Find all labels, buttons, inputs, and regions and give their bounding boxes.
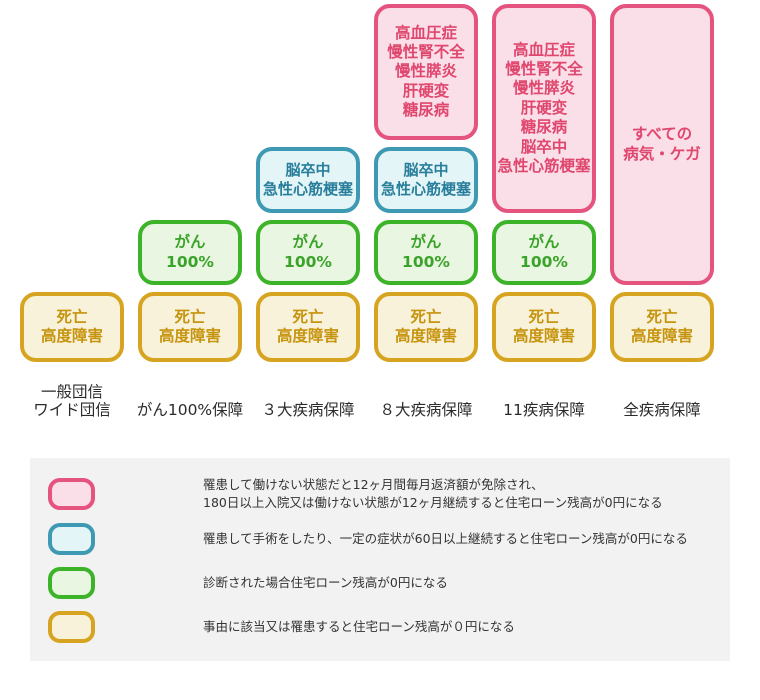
coverage-box-green: がん 100% [492,220,596,285]
column-label-cancer-100: がん100%保障 [136,401,244,420]
box-stack-three-diseases: 脳卒中 急性心筋梗塞がん 100% 死亡 高度障害 [256,4,360,362]
column-cancer-100: がん 100% 死亡 高度障害がん100%保障 [136,4,244,420]
legend-panel: 罹患して働けない状態だと12ヶ月間毎月返済額が免除され、 180日以上入院又は働… [30,458,730,661]
coverage-box-pink: 高血圧症 慢性腎不全 慢性膵炎 肝硬変 糖尿病 脳卒中 急性心筋梗塞 [492,4,596,213]
coverage-box-green: がん 100% [256,220,360,285]
legend-row-pink: 罹患して働けない状態だと12ヶ月間毎月返済額が免除され、 180日以上入院又は働… [48,476,710,511]
box-stack-cancer-100: がん 100% 死亡 高度障害 [138,4,242,362]
legend-text-green: 診断された場合住宅ローン残高が0円になる [203,575,448,591]
column-label-general-dantai: 一般団信 ワイド団信 [33,383,111,420]
box-stack-general-dantai: 死亡 高度障害 [20,4,124,362]
column-label-all-diseases: 全疾病保障 [623,401,701,420]
coverage-box-yellow: 死亡 高度障害 [374,292,478,362]
coverage-box-yellow: 死亡 高度障害 [138,292,242,362]
coverage-box-yellow: 死亡 高度障害 [610,292,714,362]
column-label-eleven-diseases: 11疾病保障 [503,401,585,420]
coverage-box-green: がん 100% [374,220,478,285]
coverage-box-yellow: 死亡 高度障害 [256,292,360,362]
plan-columns: 死亡 高度障害一般団信 ワイド団信がん 100%死亡 高度障害がん100%保障脳… [20,4,714,420]
legend-swatch-green [48,567,95,599]
legend-swatch-blue [48,523,95,555]
coverage-box-pink: 高血圧症 慢性腎不全 慢性膵炎 肝硬変 糖尿病 [374,4,478,140]
box-stack-all-diseases: すべての 病気・ケガ死亡 高度障害 [610,4,714,362]
legend-swatch-pink [48,477,95,510]
coverage-box-yellow: 死亡 高度障害 [20,292,124,362]
box-stack-eight-diseases: 高血圧症 慢性腎不全 慢性膵炎 肝硬変 糖尿病脳卒中 急性心筋梗塞がん 100%… [374,4,478,362]
coverage-box-blue: 脳卒中 急性心筋梗塞 [256,147,360,213]
coverage-box-green: がん 100% [138,220,242,285]
column-all-diseases: すべての 病気・ケガ死亡 高度障害全疾病保障 [610,4,714,420]
legend-row-blue: 罹患して手術をしたり、一定の症状が60日以上継続すると住宅ローン残高が0円になる [48,523,710,555]
column-eight-diseases: 高血圧症 慢性腎不全 慢性膵炎 肝硬変 糖尿病脳卒中 急性心筋梗塞がん 100%… [374,4,478,420]
coverage-box-pink: すべての 病気・ケガ [610,4,714,285]
coverage-box-yellow: 死亡 高度障害 [492,292,596,362]
legend-text-yellow: 事由に該当又は罹患すると住宅ローン残高が０円になる [203,619,515,635]
column-general-dantai: 死亡 高度障害一般団信 ワイド団信 [20,4,124,420]
legend-row-yellow: 事由に該当又は罹患すると住宅ローン残高が０円になる [48,611,710,643]
coverage-box-blue: 脳卒中 急性心筋梗塞 [374,147,478,213]
column-label-eight-diseases: ８大疾病保障 [379,401,473,420]
legend-row-green: 診断された場合住宅ローン残高が0円になる [48,567,710,599]
legend-swatch-yellow [48,611,95,643]
legend-text-blue: 罹患して手術をしたり、一定の症状が60日以上継続すると住宅ローン残高が0円になる [203,531,688,547]
box-stack-eleven-diseases: 高血圧症 慢性腎不全 慢性膵炎 肝硬変 糖尿病 脳卒中 急性心筋梗塞がん 100… [492,4,596,362]
coverage-diagram: 死亡 高度障害一般団信 ワイド団信がん 100%死亡 高度障害がん100%保障脳… [20,4,730,661]
column-three-diseases: 脳卒中 急性心筋梗塞がん 100% 死亡 高度障害 ３大疾病保障 [256,4,360,420]
legend-text-pink: 罹患して働けない状態だと12ヶ月間毎月返済額が免除され、 180日以上入院又は働… [203,477,663,510]
column-eleven-diseases: 高血圧症 慢性腎不全 慢性膵炎 肝硬変 糖尿病 脳卒中 急性心筋梗塞がん 100… [492,4,596,420]
column-label-three-diseases: ３大疾病保障 [261,401,355,420]
